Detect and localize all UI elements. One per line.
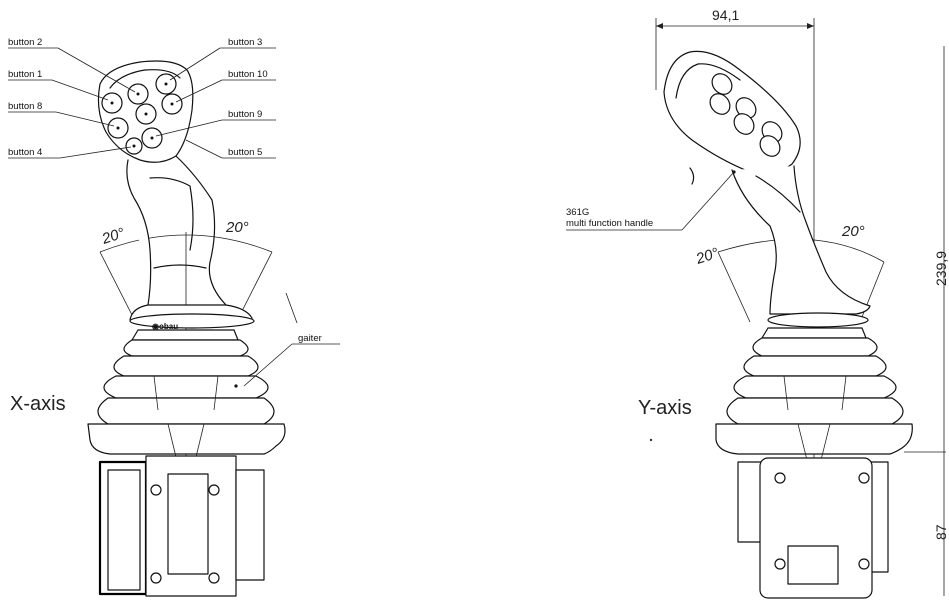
left-gaiter [97,329,275,425]
left-swing-ray-left [99,251,133,316]
left-joystick-view: ◉obau [8,37,340,597]
handle-label-leader [681,171,735,231]
left-angle-left-label: 20° [99,225,127,248]
handle-label-line2: multi function handle [566,218,653,229]
left-handle-contour [149,177,194,251]
left-swing-ray-right [239,251,273,316]
callout-button-8: button 8 [8,101,42,112]
right-grip-head [663,50,801,175]
right-angle-left-label: 20° [693,245,721,268]
dim-height-lower: 87 [933,524,949,540]
left-lower-housing [98,455,265,597]
right-handle-contour [755,175,801,213]
left-base-plate [87,423,286,455]
left-callout-leaders [8,47,340,387]
left-handle-base-ring [129,313,255,329]
callout-button-1: button 1 [8,69,42,80]
dim-width-value: 94,1 [712,7,739,23]
right-handle-trigger [689,167,695,185]
y-axis-label: Y-axis [638,397,692,419]
right-base-plate [715,423,913,455]
right-grip-rim [675,63,741,99]
right-handle-shaft [731,165,871,315]
left-swing-arc [99,234,273,253]
left-handle-shaft [126,159,253,325]
callout-button-4: button 4 [8,147,42,158]
left-gaiter-dot [234,384,238,388]
right-angle-right-label: 20° [841,223,865,240]
left-grip-head-rim [109,69,181,89]
stray-dot [649,438,653,442]
right-gaiter [726,327,904,425]
right-joystick-view: 94,1 239,9 87 361G multi functio [566,7,949,599]
callout-button-5: button 5 [228,147,262,158]
right-swing-ray-left [717,251,751,323]
handle-label-line1: 361G [566,207,589,218]
x-axis-label: X-axis [10,393,66,415]
right-handle-base-ring [767,312,869,328]
dim-height-upper: 239,9 [933,251,949,286]
callout-button-2: button 2 [8,37,42,48]
right-lower-housing [737,457,889,599]
left-gaiter-tick [285,292,298,324]
left-handle-waist [153,264,207,269]
left-brand-mark: ◉obau [152,322,178,331]
left-angle-right-label: 20° [225,219,249,236]
callout-button-10: button 10 [228,69,268,80]
right-button-group [709,73,783,157]
left-handle-back [175,155,227,306]
callout-button-9: button 9 [228,109,262,120]
right-swing-ray-right [859,261,885,323]
callout-gaiter: gaiter [298,333,322,344]
callout-button-3: button 3 [228,37,262,48]
